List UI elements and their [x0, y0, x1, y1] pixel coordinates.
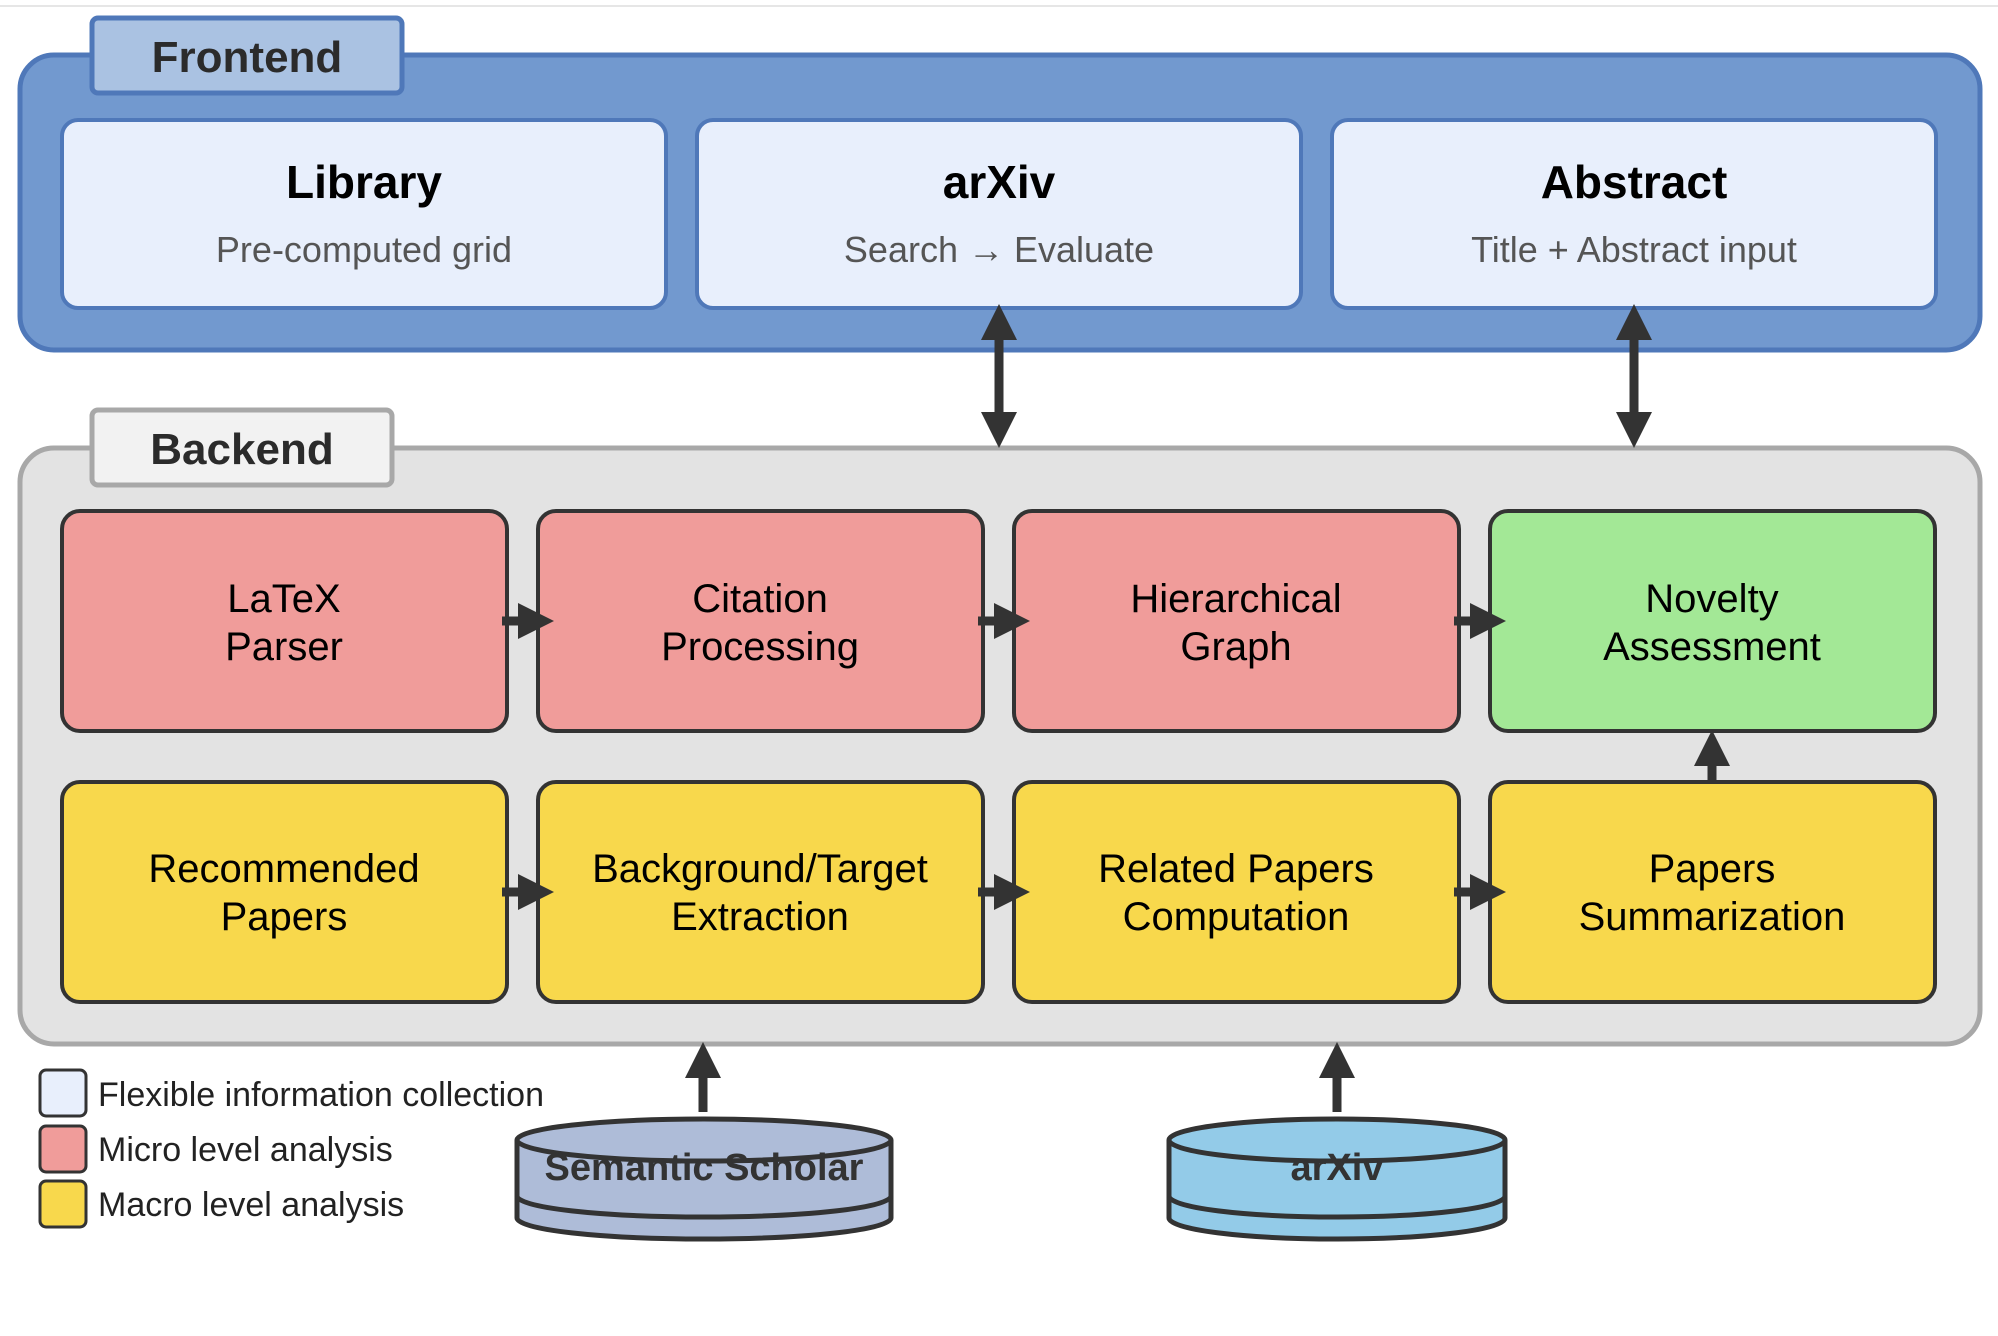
related-papers-computation-rect [1012, 780, 1461, 1004]
background-target-extraction-line1: Background/Target [592, 847, 928, 891]
novelty-assessment-box[interactable]: Novelty Assessment [1488, 509, 1937, 733]
recommended-papers-box[interactable]: Recommended Papers [60, 780, 509, 1004]
legend-swatch-flexible [38, 1068, 88, 1118]
library-subtitle: Pre-computed grid [216, 229, 512, 270]
hierarchical-graph-box[interactable]: Hierarchical Graph [1012, 509, 1461, 733]
backend-section: Backend LaTeX Parser Citation Processing… [17, 407, 1983, 1047]
semantic-scholar-label: Semantic Scholar [545, 1147, 864, 1189]
frontend-title-tab [89, 15, 405, 96]
papers-summarization-rect [1488, 780, 1937, 1004]
arrows [502, 304, 1730, 1112]
hierarchical-graph-rect [1012, 509, 1461, 733]
frontend-section: Frontend Library Pre-computed grid arXiv… [17, 15, 1983, 353]
semantic-scholar-cylinder-band [514, 1195, 894, 1220]
recommended-papers-rect [60, 780, 509, 1004]
hierarchical-graph-line2: Graph [1180, 625, 1291, 669]
background-target-extraction-box[interactable]: Background/Target Extraction [536, 780, 985, 1004]
related-papers-computation-line1: Related Papers [1098, 847, 1374, 891]
papers-summarization-line2: Summarization [1579, 895, 1846, 939]
background-target-extraction-rect [536, 780, 985, 1004]
backend-title: Backend [150, 425, 333, 474]
arxiv-panel-box [695, 118, 1303, 310]
legend: Flexible information collection Micro le… [38, 1068, 544, 1229]
novelty-assessment-line2: Assessment [1603, 625, 1821, 669]
frontend-panel-library[interactable]: Library Pre-computed grid [60, 118, 668, 310]
background-target-extraction-line2: Extraction [671, 895, 849, 939]
arxiv-source-label: arXiv [1291, 1147, 1384, 1189]
papers-summarization-line1: Papers [1649, 847, 1776, 891]
semantic-scholar-cylinder-top [514, 1116, 894, 1164]
backend-title-tab [89, 407, 395, 488]
abstract-panel-box [1330, 118, 1938, 310]
latex-parser-line2: Parser [225, 625, 343, 669]
related-papers-computation-box[interactable]: Related Papers Computation [1012, 780, 1461, 1004]
library-title: Library [286, 156, 442, 208]
abstract-subtitle: Title + Abstract input [1471, 229, 1797, 270]
novelty-assessment-rect [1488, 509, 1937, 733]
citation-processing-rect [536, 509, 985, 733]
latex-parser-line1: LaTeX [227, 577, 340, 621]
arxiv-cylinder-band [1166, 1195, 1508, 1220]
related-papers-computation-line2: Computation [1123, 895, 1350, 939]
citation-processing-box[interactable]: Citation Processing [536, 509, 985, 733]
abstract-title: Abstract [1541, 156, 1728, 208]
recommended-papers-line2: Papers [221, 895, 348, 939]
latex-parser-box[interactable]: LaTeX Parser [60, 509, 509, 733]
legend-label-micro: Micro level analysis [98, 1131, 393, 1169]
legend-label-flexible: Flexible information collection [98, 1076, 544, 1114]
frontend-title: Frontend [152, 33, 343, 82]
frontend-panel-arxiv[interactable]: arXiv Search → Evaluate [695, 118, 1303, 310]
arxiv-subtitle: Search → Evaluate [844, 229, 1154, 270]
hierarchical-graph-line1: Hierarchical [1130, 577, 1341, 621]
arxiv-database[interactable]: arXiv [1166, 1116, 1508, 1242]
legend-swatch-micro [38, 1124, 88, 1174]
recommended-papers-line1: Recommended [148, 847, 419, 891]
frontend-panel-abstract[interactable]: Abstract Title + Abstract input [1330, 118, 1938, 310]
legend-swatch-macro [38, 1179, 88, 1229]
novelty-assessment-line1: Novelty [1645, 577, 1778, 621]
legend-label-macro: Macro level analysis [98, 1186, 404, 1224]
papers-summarization-box[interactable]: Papers Summarization [1488, 780, 1937, 1004]
library-panel-box [60, 118, 668, 310]
arxiv-cylinder-top [1166, 1116, 1508, 1164]
latex-parser-rect [60, 509, 509, 733]
arxiv-title: arXiv [943, 156, 1056, 208]
citation-processing-line1: Citation [692, 577, 828, 621]
citation-processing-line2: Processing [661, 625, 859, 669]
semantic-scholar-database[interactable]: Semantic Scholar [514, 1116, 894, 1242]
